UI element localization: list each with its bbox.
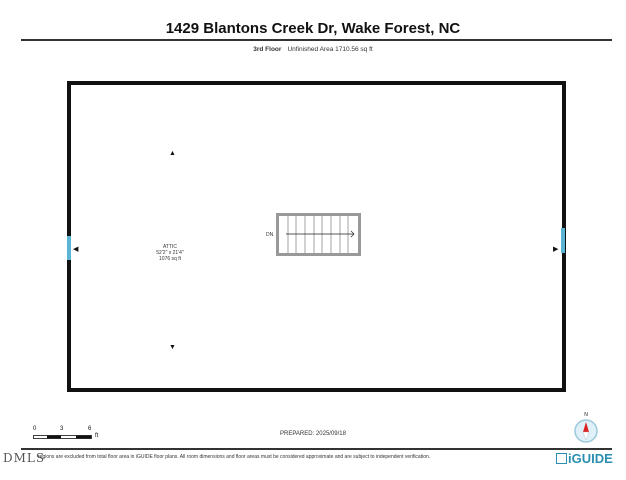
window-left [67,236,71,260]
scale-bar-graphic [33,435,92,439]
arrow-up-icon: ▲ [169,150,176,157]
arrow-down-icon: ▼ [169,344,176,351]
arrow-left-icon: ◀ [73,246,79,253]
iguide-box-icon [556,453,567,464]
room-dimensions: 52'2" x 21'4" [156,250,184,256]
scale-tick: 3 [60,426,64,432]
iguide-logo: iGUIDE [556,451,613,466]
room-area: 1076 sq ft [159,256,181,262]
scale-tick: 0 [33,426,37,432]
room-label: ATTIC 52'2" x 21'4" 1076 sq ft [130,244,210,262]
room-name: ATTIC [162,244,178,250]
staircase [276,213,361,256]
prepared-date: PREPARED: 2025/09/18 [280,431,346,437]
page-title: 1429 Blantons Creek Dr, Wake Forest, NC [165,20,461,37]
window-right [561,228,565,253]
floor-area: Unfinished Area 1710.56 sq ft [287,46,373,53]
stairs-label: DN [266,232,274,238]
header-divider [21,39,612,41]
scale-unit: ft [95,433,99,439]
compass-north-label: N [584,412,588,418]
footer-divider [21,448,612,450]
scale-tick: 6 [88,426,92,432]
watermark-logo: DMLS [3,451,46,465]
arrow-right-icon: ▶ [553,246,559,253]
floor-summary: 3rd Floor Unfinished Area 1710.56 sq ft [0,46,626,53]
compass-icon [574,419,598,443]
compass: N [573,412,599,449]
footer-disclaimer: regions are excluded from total floor ar… [38,454,431,460]
direction-arrow-icon [286,230,355,238]
floor-name: 3rd Floor [253,46,282,53]
